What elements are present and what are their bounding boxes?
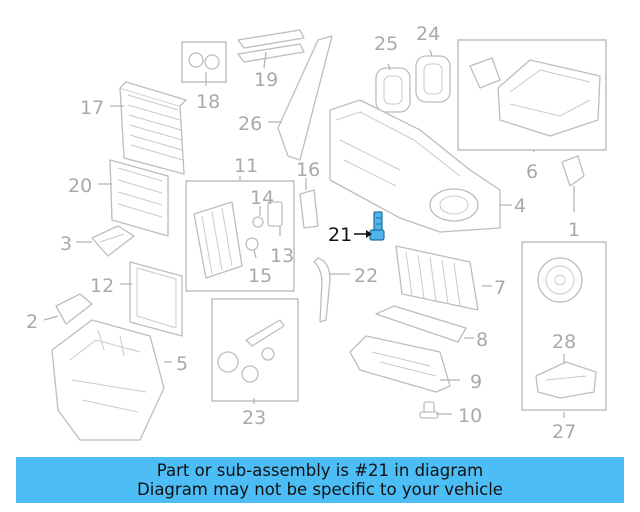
group-frame-23 (211, 298, 299, 402)
callout-25: 25 (374, 33, 398, 55)
callout-24: 24 (416, 23, 440, 45)
callout-21: 21 (328, 224, 352, 246)
part-19-pipes (237, 29, 305, 63)
part-16-cap (299, 189, 319, 229)
callout-6: 6 (526, 161, 538, 183)
callout-13: 13 (270, 245, 294, 267)
callout-1: 1 (568, 219, 580, 241)
part-10-screw (419, 401, 439, 419)
parts-diagram: 1 2 3 4 5 6 7 8 9 10 11 12 13 14 15 16 1… (26, 23, 607, 443)
callout-28: 28 (552, 331, 576, 353)
callout-2: 2 (26, 311, 38, 333)
callout-labels: 1 2 3 4 5 6 7 8 9 10 11 12 13 14 15 16 1… (26, 23, 580, 443)
part-26-bracket (277, 35, 333, 161)
part-11-assembly (193, 201, 283, 279)
part-18-grommets (188, 52, 220, 70)
callout-17: 17 (80, 97, 104, 119)
callout-18: 18 (196, 91, 220, 113)
callout-26: 26 (238, 113, 262, 135)
group-frame-27 (521, 241, 607, 411)
part-24-seal (415, 55, 451, 103)
part-28-resistor (535, 361, 597, 399)
banner-line-2: Diagram may not be specific to your vehi… (137, 480, 503, 499)
part-3-bracket (91, 225, 135, 257)
part-8-seal (375, 305, 467, 343)
callout-9: 9 (470, 371, 482, 393)
part-27-blower-motor (537, 257, 583, 303)
part-5-lower-housing (51, 319, 165, 441)
callout-15: 15 (248, 265, 272, 287)
group-frame-6 (457, 39, 607, 151)
callout-3: 3 (60, 233, 72, 255)
leader-lines (43, 49, 575, 418)
group-frame-18 (181, 41, 227, 83)
callout-27: 27 (552, 421, 576, 443)
callout-12: 12 (90, 275, 114, 297)
group-frame-11 (185, 180, 295, 292)
part-17-evaporator (119, 81, 187, 175)
callout-11: 11 (234, 155, 258, 177)
part-7-cabin-filter (395, 245, 479, 311)
callout-10: 10 (458, 405, 482, 427)
part-6-module (469, 57, 601, 137)
callout-14: 14 (250, 187, 274, 209)
callout-20: 20 (68, 175, 92, 197)
info-banner: Part or sub-assembly is #21 in diagram D… (16, 457, 624, 503)
callout-8: 8 (476, 329, 488, 351)
callout-4: 4 (514, 195, 526, 217)
callout-5: 5 (176, 353, 188, 375)
part-1-sensor (561, 155, 585, 187)
part-23-parts (217, 319, 285, 383)
part-9-cover (349, 335, 451, 393)
part-2-actuator (55, 293, 93, 325)
callout-22: 22 (354, 265, 378, 287)
callout-19: 19 (254, 69, 278, 91)
part-22-drain-hose (313, 257, 331, 323)
part-25-seal (375, 67, 411, 113)
callout-7: 7 (494, 277, 506, 299)
part-21-highlighted (369, 211, 385, 241)
callout-23: 23 (242, 407, 266, 429)
part-20-heater-core (109, 159, 169, 237)
banner-line-1: Part or sub-assembly is #21 in diagram (156, 461, 484, 480)
part-4-main-housing (329, 99, 501, 233)
callout-16: 16 (296, 159, 320, 181)
part-12-frame (129, 261, 183, 337)
